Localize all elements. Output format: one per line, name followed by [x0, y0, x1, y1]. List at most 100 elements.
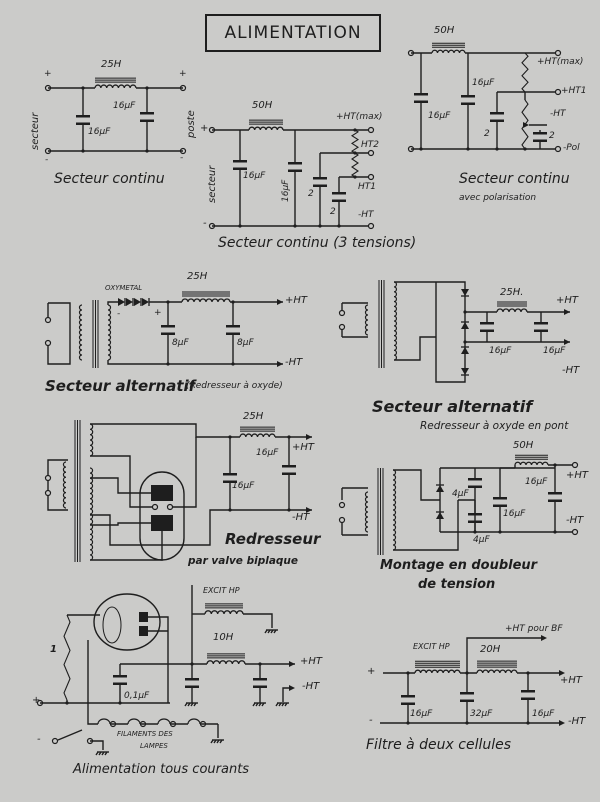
wire — [101, 751, 105, 756]
d7-out-pos: +HT — [566, 470, 589, 481]
d1-plus: + — [179, 69, 187, 79]
junction-dot — [473, 530, 477, 534]
d8-excit-label: EXCIT HP — [203, 586, 240, 595]
arrow-head — [277, 299, 283, 305]
wire — [273, 629, 277, 634]
d1-caption: Secteur continu — [54, 171, 165, 187]
inductor-coil — [204, 610, 244, 615]
d7-inductor-label: 50H — [513, 440, 534, 451]
arrow-head — [289, 685, 295, 691]
capacitor-plate — [548, 499, 562, 502]
junction-dot — [526, 671, 530, 675]
junction-dot — [166, 300, 170, 304]
d6-caption: Redresseur — [225, 530, 321, 548]
junction-dot — [523, 147, 527, 151]
capacitor-plate — [460, 699, 474, 702]
diode — [461, 289, 469, 296]
d8-filaments-label: FILAMENTS DES — [117, 730, 173, 738]
capacitor-plate — [534, 322, 548, 325]
wire — [267, 629, 271, 634]
arrow-head — [564, 309, 570, 315]
terminal — [44, 339, 52, 347]
transformer-winding — [89, 423, 94, 457]
transformer-winding — [78, 304, 83, 361]
wire — [393, 500, 459, 551]
d9-out-pos: +HT — [560, 675, 583, 686]
d5-subcaption: Redresseur à oxyde en pont — [420, 420, 569, 432]
d7-out-neg: -HT — [566, 515, 584, 526]
junction-dot — [353, 151, 357, 155]
capacitor-plate — [493, 504, 507, 507]
d8-caption: Alimentation tous courants — [73, 762, 250, 777]
valve-plate — [139, 626, 148, 636]
capacitor-plate — [468, 513, 482, 516]
capacitor-plate — [253, 678, 267, 681]
wire — [98, 751, 102, 756]
wire — [282, 687, 293, 702]
filament — [187, 718, 201, 725]
capacitor-plate — [480, 322, 494, 325]
capacitor-plate — [282, 465, 296, 468]
terminal — [554, 88, 562, 96]
d7-subcaption: de tension — [418, 577, 496, 592]
terminal — [367, 126, 375, 134]
wire — [47, 459, 68, 511]
d2-plus: + — [200, 123, 209, 134]
junction-dot — [465, 671, 469, 675]
arrow-head — [306, 507, 312, 513]
capacitor-plate — [461, 95, 475, 98]
junction-dot — [81, 86, 85, 90]
arrow-head — [289, 661, 295, 667]
wire — [172, 437, 197, 508]
capacitor-plate — [113, 682, 127, 685]
capacitor-plate — [161, 332, 175, 335]
inductor-coil — [248, 126, 284, 131]
wire — [90, 522, 151, 526]
transformer-winding — [62, 461, 67, 509]
d9-inductor-label: 20H — [480, 644, 501, 655]
transformer-winding — [89, 467, 94, 561]
capacitor-plate — [332, 192, 346, 195]
inductor-coil — [181, 298, 231, 303]
terminal — [367, 173, 375, 181]
junction-dot — [466, 147, 470, 151]
capacitor-plate — [313, 177, 327, 180]
diode — [436, 512, 444, 519]
capacitor-plate — [401, 695, 415, 698]
capacitor-plate — [534, 329, 548, 332]
junction-dot — [190, 662, 194, 666]
transformer-winding — [392, 469, 397, 551]
d6-cap-label: 16µF — [256, 448, 279, 458]
d4-inductor-label: 25H — [187, 271, 208, 282]
d6-subcaption: par valve biplaque — [188, 555, 299, 567]
capacitor-plate — [76, 122, 90, 125]
wire — [47, 302, 71, 365]
d1-minus: - — [180, 153, 184, 163]
d4-caption: Secteur alternatif — [45, 377, 196, 395]
wire — [87, 640, 98, 725]
terminal — [338, 501, 346, 509]
d4-out-neg: -HT — [285, 357, 303, 368]
d8-out-neg: -HT — [302, 681, 320, 692]
wire — [216, 739, 220, 744]
wire — [261, 702, 265, 707]
junction-dot — [406, 671, 410, 675]
junction-dot — [463, 310, 467, 314]
d2-cap-label: 16µF — [281, 179, 291, 202]
capacitor-plate — [233, 167, 247, 170]
capacitor-plate — [140, 112, 154, 115]
d5-caption: Secteur alternatif — [372, 397, 533, 416]
d8-filaments-label: LAMPES — [140, 742, 168, 750]
inductor-coil — [239, 433, 276, 438]
d5-out-neg: -HT — [562, 365, 580, 376]
terminal — [51, 737, 59, 745]
d2-cap-label: 2 — [308, 189, 314, 199]
d4-plus: + — [154, 308, 162, 318]
d9-out-neg: -HT — [568, 716, 586, 727]
capacitor-plate — [226, 325, 240, 328]
capacitor-plate — [521, 690, 535, 693]
arrow-head — [523, 122, 529, 128]
wire — [393, 469, 440, 501]
arrow-head — [306, 434, 312, 440]
diode — [436, 485, 444, 492]
